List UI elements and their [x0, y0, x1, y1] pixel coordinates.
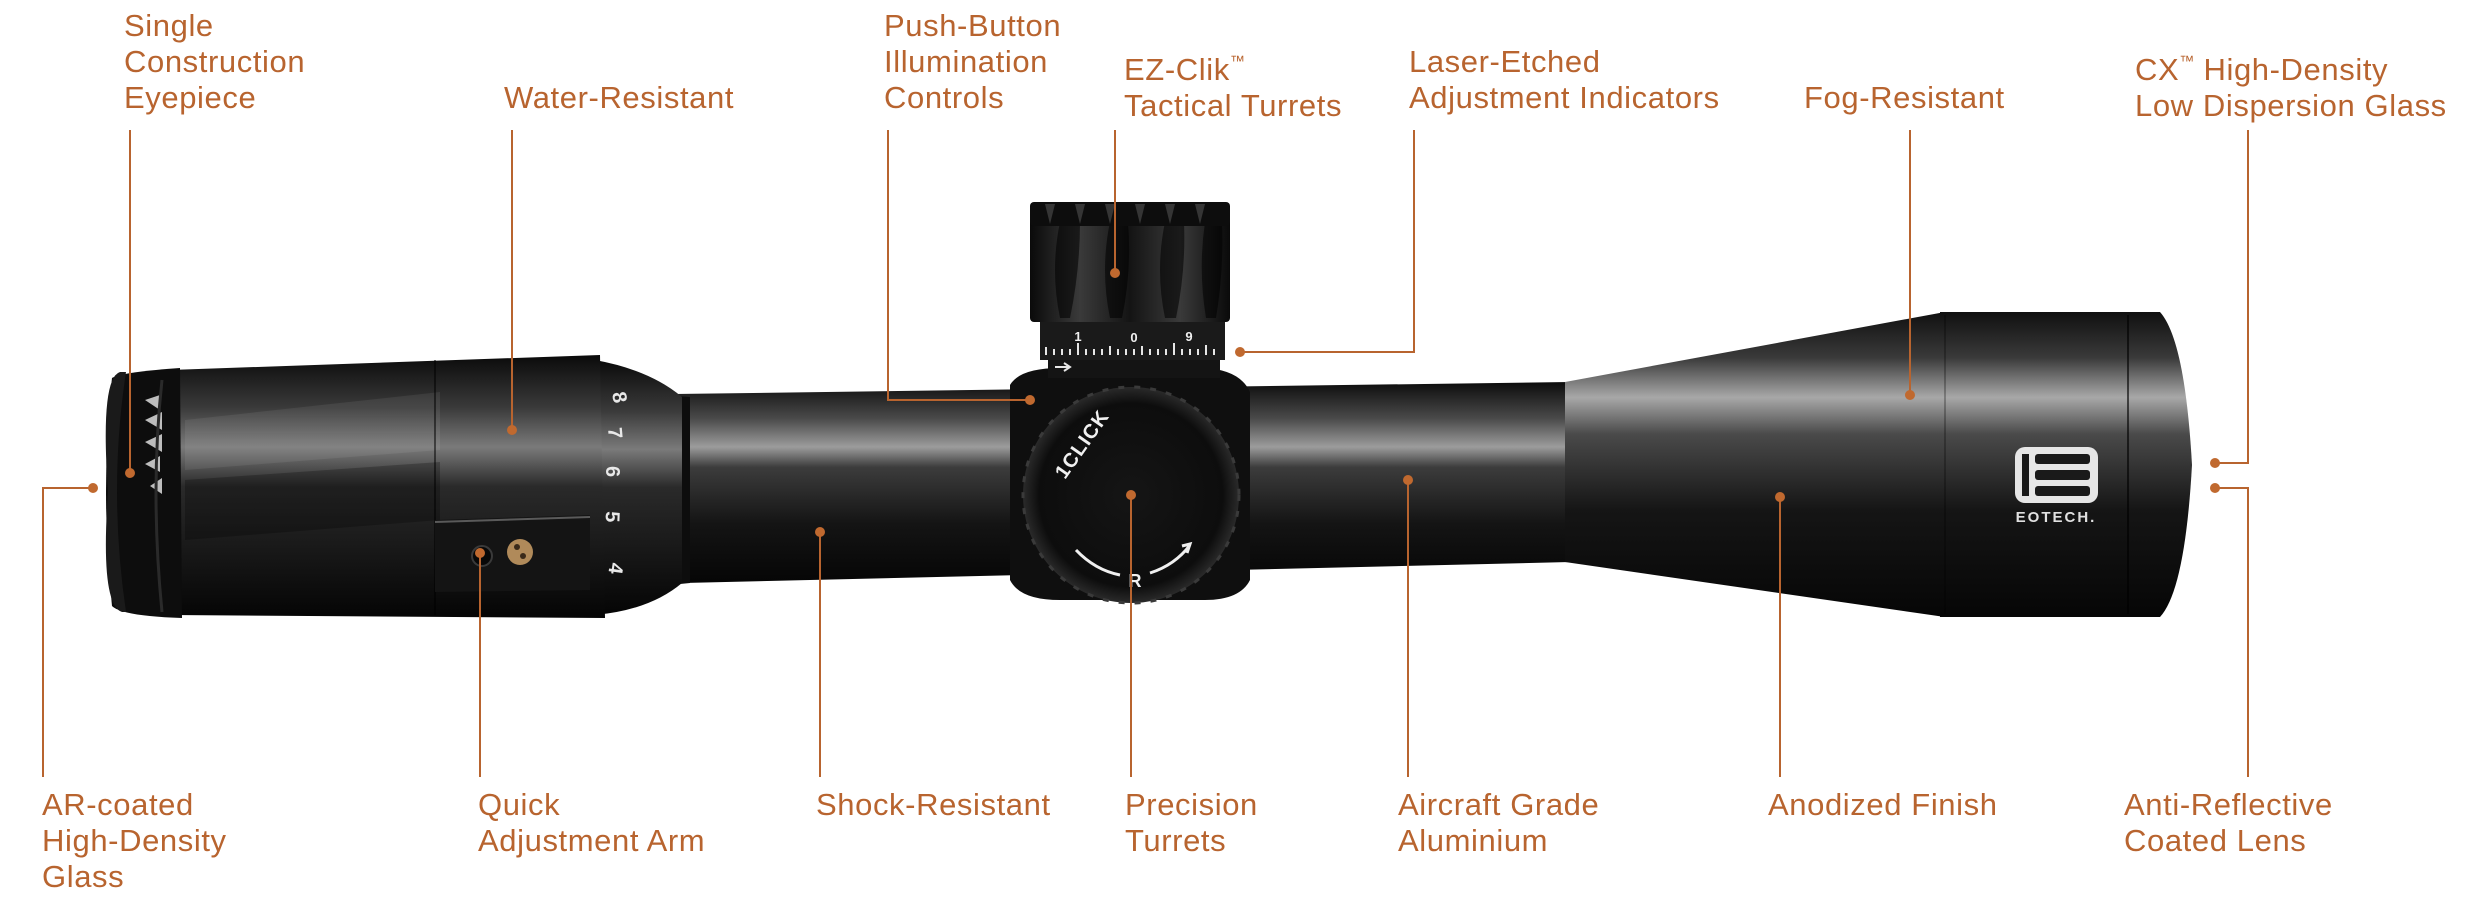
windage-direction-arrow-icon [1074, 541, 1193, 577]
brass-screw-icon [507, 539, 533, 565]
label-ez-clik-tactical-turrets: EZ-Clik™ Tactical Turrets [1124, 52, 1343, 123]
label-fog-resistant: Fog-Resistant [1804, 80, 2005, 115]
label-cx-high-density-low-dispersion-glass: CX™ High-Density Low Dispersion Glass [2135, 52, 2447, 123]
svg-text:6: 6 [601, 466, 623, 477]
trademark-symbol: ™ [1229, 53, 1245, 70]
leader-cx-glass [2215, 130, 2249, 464]
eyepiece-rim [105, 372, 126, 612]
svg-text:1: 1 [1074, 329, 1081, 344]
leader-push-button-illumination [887, 130, 1030, 401]
label-push-button-illumination-controls: Push-Button Illumination Controls [884, 8, 1062, 115]
svg-text:5: 5 [601, 511, 623, 523]
elevation-turret-grip [1055, 222, 1223, 318]
power-ring [595, 360, 682, 615]
leader-laser-etched-indicators [1240, 130, 1415, 353]
callout-dots [88, 268, 2220, 558]
label-shock-resistant: Shock-Resistant [816, 787, 1051, 822]
elevation-turret-numbers: 1 0 9 [1074, 329, 1192, 345]
label-aircraft-grade-aluminium: Aircraft Grade Aluminium [1398, 787, 1600, 858]
eotech-wordmark: EOTECH. [2016, 509, 2097, 526]
label-ar-coated-high-density-glass: AR-coated High-Density Glass [42, 787, 227, 894]
svg-text:7: 7 [603, 427, 626, 440]
magnification-numbers: 8 7 6 5 4 [601, 390, 631, 576]
label-single-construction-eyepiece: Single Construction Eyepiece [124, 8, 306, 115]
objective-taper [1565, 312, 1945, 617]
svg-text:4: 4 [603, 561, 626, 576]
svg-text:9: 9 [1185, 329, 1192, 344]
leader-anti-reflective-lens [2215, 487, 2249, 777]
eyepiece-ring [106, 368, 182, 618]
label-laser-etched-adjustment-indicators: Laser-Etched Adjustment Indicators [1409, 44, 1720, 115]
label-quick-adjustment-arm: Quick Adjustment Arm [478, 787, 706, 858]
callout-leaders [42, 130, 2249, 777]
leader-ar-coated-glass [42, 487, 93, 777]
svg-text:0: 0 [1130, 330, 1137, 345]
svg-text:8: 8 [607, 390, 631, 405]
trademark-symbol: ™ [2179, 53, 2195, 70]
elevation-turret-ticks [1045, 343, 1215, 355]
label-precision-turrets: Precision Turrets [1125, 787, 1258, 858]
eotech-logo-icon [2015, 447, 2098, 503]
label-anodized-finish: Anodized Finish [1768, 787, 1998, 822]
label-water-resistant: Water-Resistant [504, 80, 735, 115]
label-anti-reflective-coated-lens: Anti-Reflective Coated Lens [2124, 787, 2333, 858]
